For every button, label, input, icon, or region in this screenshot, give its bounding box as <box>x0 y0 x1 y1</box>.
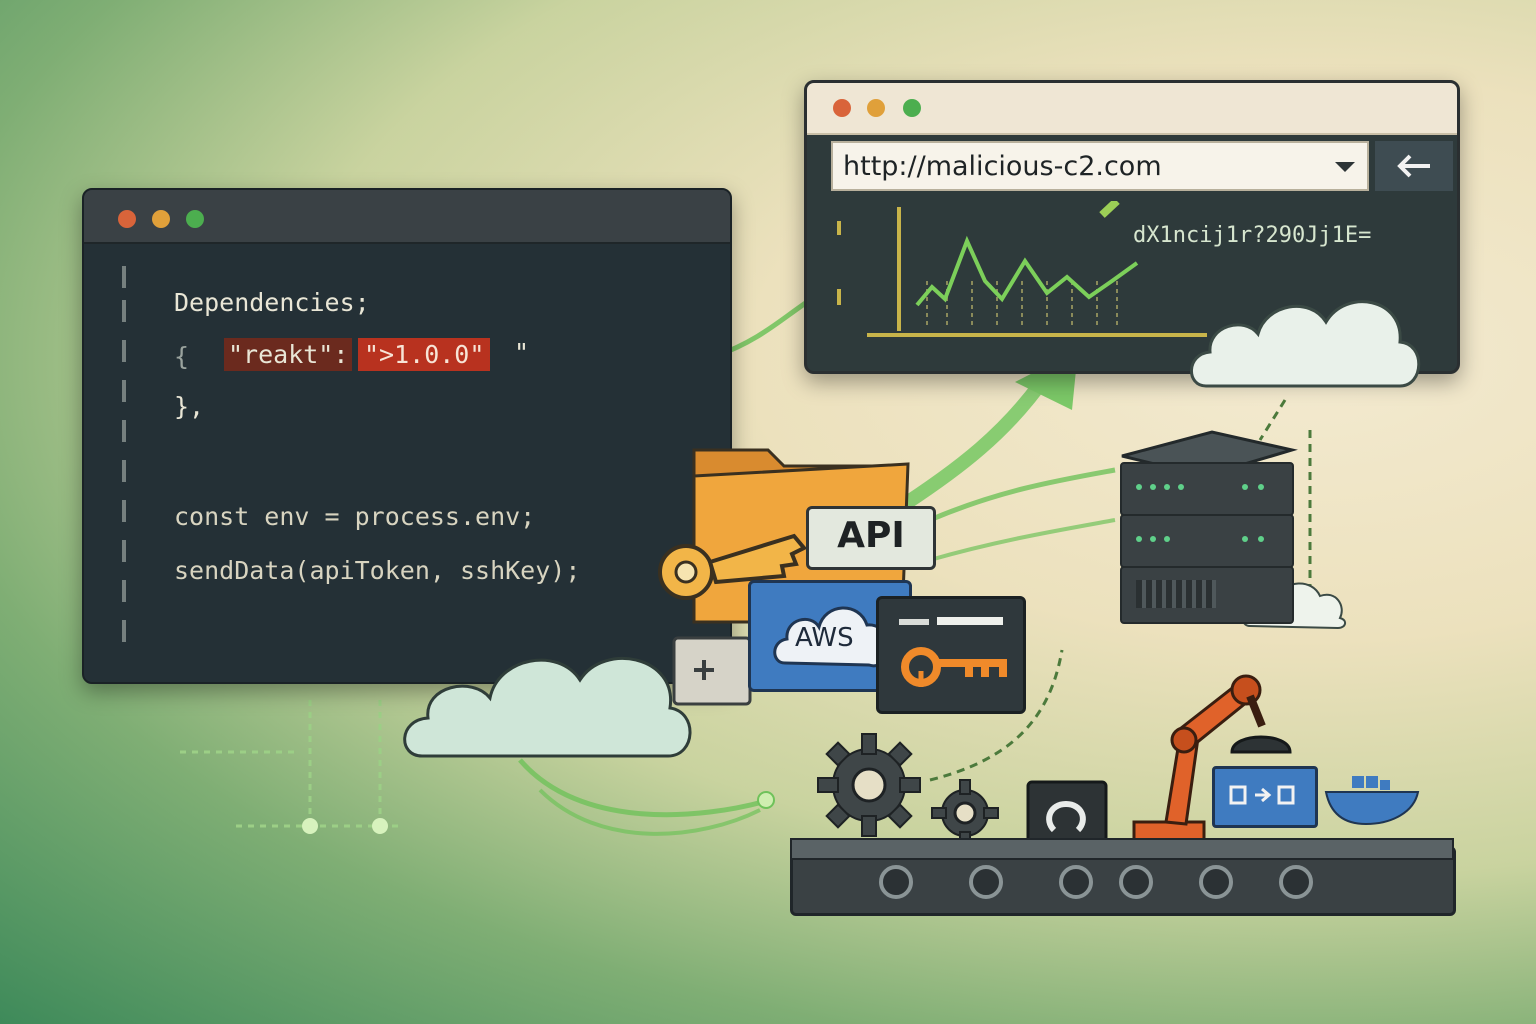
minimize-dot[interactable] <box>867 99 885 117</box>
docker-box <box>1212 766 1318 828</box>
secret-key-card <box>876 596 1026 714</box>
editor-titlebar <box>84 190 730 244</box>
arrow-left-icon <box>1397 154 1430 178</box>
key-icon <box>658 533 808 600</box>
code-editor-window: Dependencies; { "reakt": ">1.0.0" " }, c… <box>82 188 732 684</box>
gutter-mark <box>122 580 126 602</box>
conveyor-roller <box>1199 865 1233 899</box>
gutter-mark <box>122 620 126 642</box>
aws-label: AWS <box>795 623 854 653</box>
server-unit <box>1120 462 1294 516</box>
container-icon <box>1229 785 1295 805</box>
conveyor-roller <box>969 865 1003 899</box>
browser-titlebar <box>807 83 1457 135</box>
url-text: http://malicious-c2.com <box>843 151 1162 182</box>
gutter-mark <box>122 340 126 362</box>
code-version-highlight: ">1.0.0" <box>358 338 491 371</box>
redacted-line <box>899 619 929 625</box>
maximize-dot[interactable] <box>903 99 921 117</box>
close-dot[interactable] <box>118 210 136 228</box>
maximize-dot[interactable] <box>186 210 204 228</box>
code-brace-close: }, <box>174 392 205 421</box>
server-unit <box>1120 566 1294 624</box>
gutter-mark <box>122 540 126 562</box>
minimize-dot[interactable] <box>152 210 170 228</box>
code-quote-end: " <box>514 338 530 367</box>
traffic-chart <box>837 201 1207 337</box>
code-package-name: "reakt": <box>224 338 353 371</box>
conveyor-roller <box>1279 865 1313 899</box>
server-unit <box>1120 514 1294 568</box>
address-bar[interactable]: http://malicious-c2.com <box>831 141 1369 191</box>
conveyor-roller <box>1119 865 1153 899</box>
gutter-mark <box>122 266 126 288</box>
conveyor-top <box>790 838 1454 860</box>
close-dot[interactable] <box>833 99 851 117</box>
cloud-icon <box>403 657 692 758</box>
gutter-mark <box>122 420 126 442</box>
docker-whale-icon <box>1324 776 1420 826</box>
code-brace-open: { <box>174 342 190 371</box>
plus-tab-icon <box>672 636 752 706</box>
code-line-senddata: sendData(apiToken, sshKey); <box>174 556 581 585</box>
api-card: API <box>806 506 936 570</box>
cloud-icon <box>1190 300 1421 388</box>
conveyor-roller <box>1059 865 1093 899</box>
api-label: API <box>837 515 905 556</box>
conveyor-roller <box>879 865 913 899</box>
gear-icon <box>931 779 999 847</box>
gutter-mark <box>122 460 126 482</box>
redacted-line <box>937 617 1003 625</box>
gutter-mark <box>122 380 126 402</box>
key-icon <box>901 647 1007 687</box>
chevron-down-icon[interactable] <box>1335 160 1355 174</box>
encoded-payload-text: dX1ncij1r?290Jj1E= <box>1133 223 1372 248</box>
gear-icon <box>817 733 921 837</box>
code-line-env: const env = process.env; <box>174 502 536 531</box>
back-button[interactable] <box>1375 141 1453 191</box>
gutter-mark <box>122 500 126 522</box>
gutter-mark <box>122 300 126 322</box>
code-line-dependencies: Dependencies; <box>174 288 370 317</box>
